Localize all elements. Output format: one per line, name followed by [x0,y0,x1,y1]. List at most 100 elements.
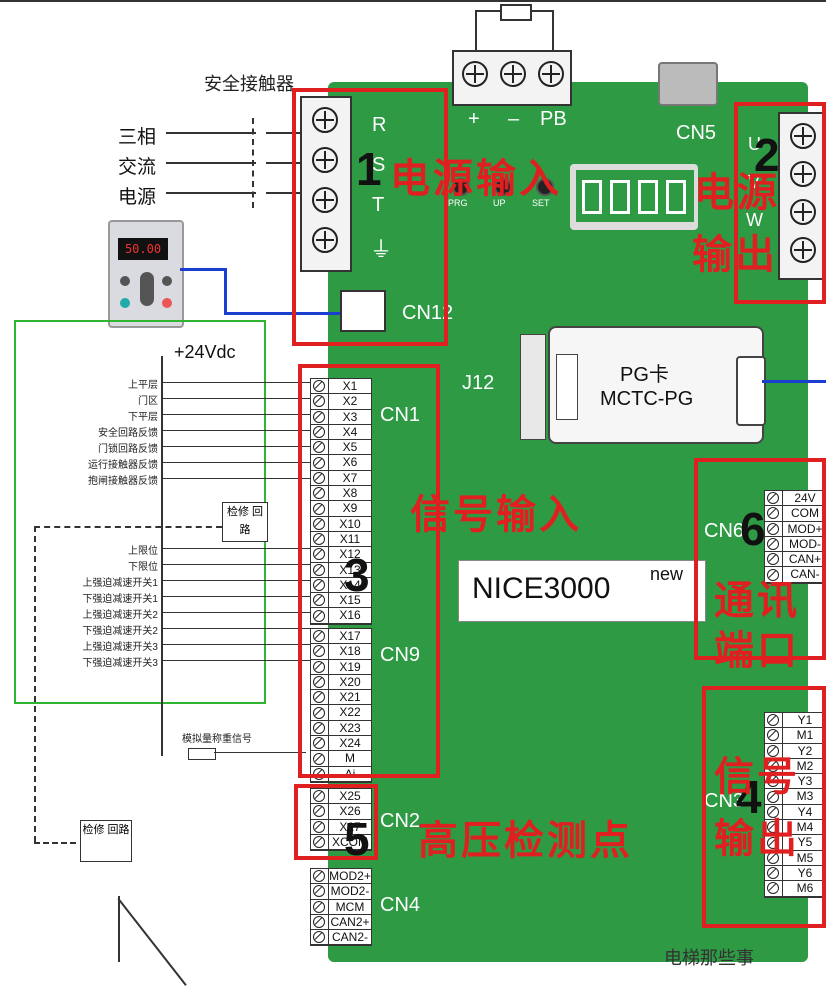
terminal-label: X19 [328,659,371,674]
screw-icon [767,729,779,742]
terminal-row: X7 [311,470,371,487]
terminal-row: Y6 [765,865,826,882]
phase-wire-s2 [266,162,306,164]
cn3-label: CN3 [704,790,745,812]
j12-label: J12 [462,372,495,394]
terminal-label: X25 [328,789,371,804]
phase-wire-t2 [266,192,306,194]
terminal-row: X20 [311,674,371,691]
terminal-row: CAN2+ [311,914,371,931]
screw-icon [313,706,325,719]
screw-icon [767,553,779,566]
terminal-row: Ai [311,766,371,782]
terminal-label: X24 [328,736,371,751]
screw-icon [313,900,325,913]
screw-icon [313,487,325,500]
signal-label: 门锁回路反馈 [98,444,158,455]
signal-wire [162,414,310,415]
phase-wire-s [166,162,256,164]
screw-icon [767,836,779,849]
prg-button[interactable] [452,178,470,196]
terminal-row: X4 [311,424,371,441]
terminal-label: X9 [328,501,371,516]
keypad-button [120,276,130,286]
screw-icon [313,870,325,883]
terminal-row: X6 [311,455,371,471]
terminal-label: MOD+ [782,521,826,536]
model-name: NICE3000 [472,572,611,605]
terminal-s [306,144,346,176]
highlight-hv-detect [294,784,378,860]
annotation-number-4: 4 [736,771,762,823]
encoder-cable [762,380,826,383]
annotation-number-3: 3 [344,549,370,601]
screw-icon [313,441,325,454]
screw-icon [313,426,325,439]
annotation-text-6b: 端口 [714,628,800,674]
annotation-text-4a: 信号 [714,754,800,800]
signal-label: 上强迫减速开关2 [82,610,158,621]
screw-icon [313,630,325,643]
screw-icon [313,456,325,469]
signal-label: 下强迫减速开关2 [82,626,158,637]
pg-card-model: MCTC-PG [600,388,694,410]
terminal-row: M6 [765,881,826,897]
terminal-label: X4 [328,424,371,440]
screw-icon [313,885,325,898]
screw-icon [313,790,325,803]
model-label-plate [458,560,706,622]
up-button[interactable] [494,178,512,196]
annotation-text-2a: 电源 [694,170,780,216]
screw-icon [767,714,779,727]
terminal-row: MOD2+ [311,869,371,885]
screw-icon [767,775,779,788]
screw-icon [767,492,779,505]
annotation-text-5: 高压检测点 [418,818,633,864]
terminal-label: M5 [782,850,826,865]
terminal-label: X5 [328,440,371,455]
screw-icon [767,744,779,757]
led-digit-2 [610,180,630,214]
annotation-text-6a: 通讯 [714,578,800,624]
cn12-port [340,290,386,332]
terminal-label: Ai [328,766,371,781]
brake-resistor [500,4,532,21]
screw-icon [313,533,325,546]
set-button[interactable] [536,178,554,196]
terminal-row: X19 [311,659,371,675]
brake-label-plus: + [468,108,480,130]
signal-label: 门区 [138,396,158,407]
keypad-center-button [140,272,154,306]
highlight-signal-input [298,364,440,778]
terminal-label: X8 [328,486,371,501]
terminal-label: M2 [782,758,826,774]
terminal-label: MCM [328,899,371,914]
screw-icon [767,538,779,551]
terminal-row: M1 [765,728,826,744]
terminal-row: COM [765,506,826,522]
terminal-r [306,104,346,136]
terminal-row: X23 [311,720,371,737]
signal-wire [162,398,310,399]
terminal-row: X25 [311,789,371,805]
screw-icon [313,395,325,408]
cn2-label: CN2 [380,810,421,832]
highlight-power-input [292,88,448,346]
terminal-row: MOD+ [765,521,826,537]
terminal-label: X6 [328,455,371,470]
brake-wire-right [552,10,554,52]
terminal-t [306,184,346,216]
power-source-line2: 交流 [118,157,157,178]
annotation-text-4b: 输出 [714,816,800,862]
terminal-row: Y3 [765,774,826,790]
terminal-label: COM [782,506,826,521]
terminal-label: CAN2- [328,930,371,945]
terminal-row: MOD2- [311,884,371,900]
model-suffix: new [650,564,684,584]
signal-wire [162,478,310,479]
maintenance-dashed-h2 [34,842,76,844]
keypad-cable-h2 [224,312,344,315]
pg-card [548,326,764,444]
terminal-pe [784,234,824,266]
